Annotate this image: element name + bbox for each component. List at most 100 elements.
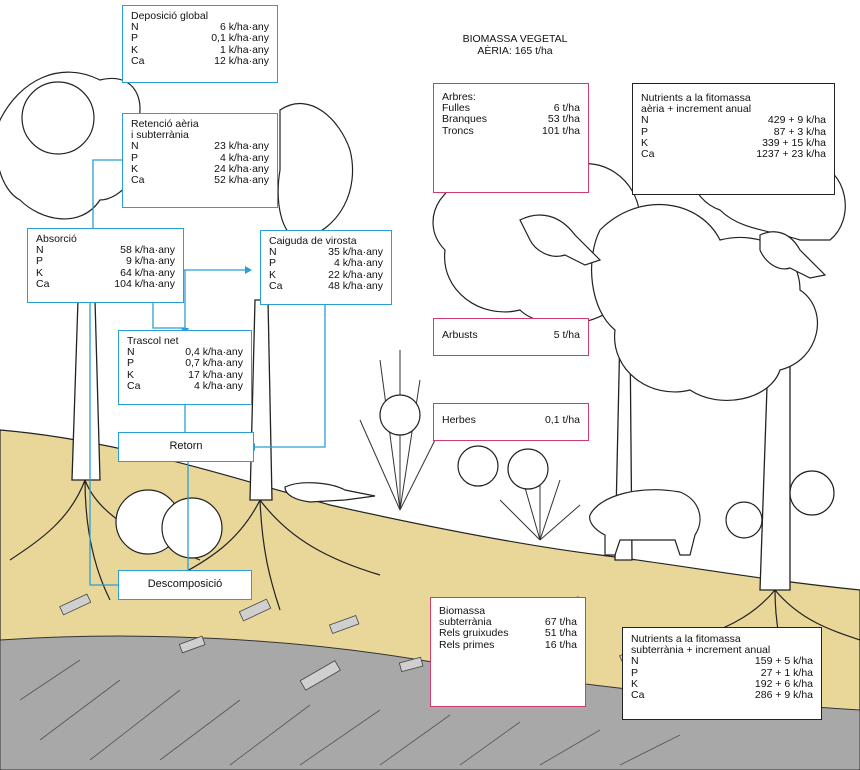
element-label: P — [269, 257, 277, 270]
element-value: 0,4 k/ha·any — [185, 346, 243, 359]
part-value: 16 t/ha — [544, 638, 577, 651]
element-value: 0,7 k/ha·any — [185, 357, 243, 370]
arbres-row-troncs: Troncs 101 t/ha — [442, 124, 580, 137]
element-label: K — [127, 368, 135, 381]
element-value: 429 + 9 k/ha — [767, 114, 826, 127]
element-value: 4 k/ha·any — [333, 257, 383, 270]
element-value: 22 k/ha·any — [328, 268, 383, 281]
retorn-box: Retorn — [118, 432, 254, 462]
retencio-title-1: Retenció aèria — [131, 118, 199, 130]
element-value: 4 k/ha·any — [219, 151, 269, 164]
element-value: 35 k/ha·any — [328, 246, 383, 259]
element-value: 27 + 1 k/ha — [760, 666, 813, 679]
flow-arrows — [89, 159, 326, 586]
element-label: N — [36, 244, 44, 257]
subt-row-biomassa: Biomassa — [439, 605, 577, 617]
nutrients-aeria-row-ca: Ca 1237 + 23 k/ha — [641, 148, 826, 161]
part-label: Troncs — [442, 124, 474, 137]
element-value: 159 + 5 k/ha — [754, 655, 813, 668]
element-label: K — [131, 43, 139, 56]
part-label: Biomassa — [439, 605, 486, 617]
herbes-label: Herbes — [442, 414, 476, 426]
element-label: Ca — [131, 54, 145, 67]
element-label: Ca — [269, 279, 283, 292]
element-label: Ca — [127, 379, 141, 392]
element-label: Ca — [641, 148, 655, 161]
part-label: Branques — [442, 113, 487, 126]
arbusts-label: Arbusts — [442, 329, 478, 341]
nutrients-subt-row-p: P 27 + 1 k/ha — [631, 666, 813, 679]
element-value: 23 k/ha·any — [214, 140, 269, 153]
detail-circles — [21, 81, 835, 559]
retencio-title-2: i subterrània — [131, 129, 189, 142]
element-value: 6 k/ha·any — [219, 21, 269, 34]
element-label: Ca — [131, 174, 145, 187]
element-label: P — [36, 255, 44, 268]
element-value: 24 k/ha·any — [214, 162, 269, 175]
header-line-1: BIOMASSA VEGETAL — [462, 33, 568, 45]
herbes-row: Herbes 0,1 t/ha — [442, 414, 580, 426]
subt-row-rels-primes: Rels primes 16 t/ha — [439, 638, 577, 651]
element-value: 12 k/ha·any — [214, 54, 269, 67]
nutrients-aeria-box: Nutrients a la fitomassa aèria + increme… — [632, 83, 835, 195]
element-label: P — [131, 32, 139, 45]
element-label: K — [269, 268, 277, 281]
absorcio-row-p: P 9 k/ha·any — [36, 256, 175, 267]
element-value: 87 + 3 k/ha — [773, 125, 826, 138]
retorn-label: Retorn — [169, 440, 203, 453]
element-label: P — [631, 666, 639, 679]
part-label: Rels primes — [439, 638, 495, 651]
element-value: 48 k/ha·any — [328, 279, 383, 292]
element-label: Ca — [631, 689, 645, 702]
shrubs — [359, 350, 581, 541]
part-label: subterrània — [439, 616, 492, 629]
herbes-box: Herbes 0,1 t/ha — [433, 403, 589, 441]
element-label: N — [269, 246, 277, 259]
herbes-value: 0,1 t/ha — [544, 414, 580, 426]
caiguda-row-ca: Ca 48 k/ha·any — [269, 279, 383, 292]
element-label: P — [641, 125, 649, 138]
element-value: 1237 + 23 k/ha — [756, 148, 826, 161]
caiguda-row-p: P 4 k/ha·any — [269, 258, 383, 269]
part-value: 101 t/ha — [542, 124, 580, 137]
nutrients-subt-title-2: subterrània + increment anual — [631, 644, 771, 657]
absorcio-title: Absorció — [36, 233, 77, 245]
element-label: P — [131, 151, 139, 164]
element-value: 9 k/ha·any — [125, 255, 175, 268]
deposicio-row-ca: Ca 12 k/ha·any — [131, 54, 269, 67]
element-label: N — [641, 114, 649, 127]
deposicio-title: Deposició global — [131, 10, 209, 22]
element-label: P — [127, 357, 135, 370]
element-value: 339 + 15 k/ha — [762, 136, 826, 149]
part-value: 51 t/ha — [544, 627, 577, 640]
element-value: 0,1 k/ha·any — [211, 32, 269, 45]
rock-hatching — [19, 659, 681, 766]
aerial-biomass-header: BIOMASSA VEGETAL AÈRIA: 165 t/ha — [440, 33, 590, 57]
part-value: 53 t/ha — [547, 113, 580, 126]
element-label: K — [631, 677, 639, 690]
nutrients-subterrania-box: Nutrients a la fitomassa subterrània + i… — [622, 627, 822, 720]
